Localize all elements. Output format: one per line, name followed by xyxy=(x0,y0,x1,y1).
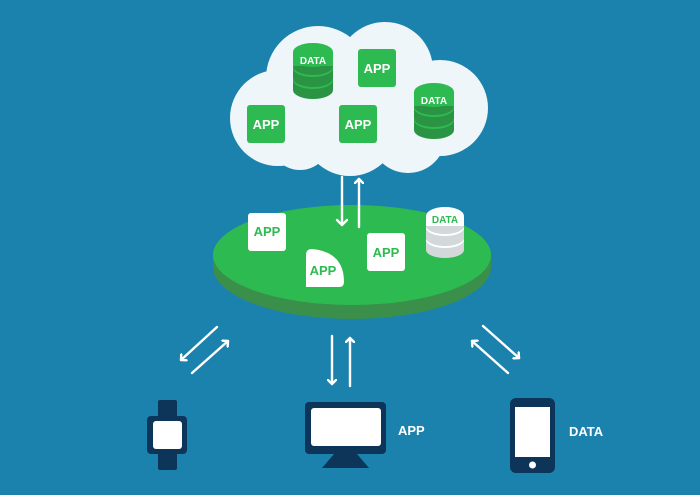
arrow-down-right-icon xyxy=(481,324,521,358)
smartphone-icon xyxy=(510,398,555,473)
cloud-app-tile-2: APP xyxy=(247,105,285,143)
monitor-label: APP xyxy=(398,423,425,438)
platform-app-tile-1: APP xyxy=(248,213,286,251)
platform-app-label-2: APP xyxy=(310,263,337,278)
cloud-database-2-label: DATA xyxy=(421,96,447,107)
cloud-database-1: DATA xyxy=(293,43,333,99)
cloud-platform-arrows-overlay xyxy=(335,203,361,229)
arrow-down-left-icon xyxy=(179,325,219,360)
watch-arrows xyxy=(179,325,230,375)
cloud-app-label-3: APP xyxy=(345,117,372,132)
platform-app-label-1: APP xyxy=(254,224,281,239)
phone-label: DATA xyxy=(569,424,604,439)
platform-app-tile-3: APP xyxy=(367,233,405,271)
platform-database-label: DATA xyxy=(432,215,458,226)
platform-app-label-3: APP xyxy=(373,245,400,260)
cloud-app-tile-3: APP xyxy=(339,105,377,143)
cloud-database-2: DATA xyxy=(414,83,454,139)
monitor-arrows xyxy=(332,334,350,388)
desktop-monitor-icon xyxy=(305,402,386,468)
platform-database: DATA xyxy=(426,207,464,258)
smartwatch-icon xyxy=(147,400,187,470)
cloud-app-tile-1: APP xyxy=(358,49,396,87)
cloud-app-label-2: APP xyxy=(253,117,280,132)
phone-arrows xyxy=(470,324,521,375)
cloud-database-1-label: DATA xyxy=(300,56,326,67)
platform-app-tile-2: APP xyxy=(306,249,344,287)
arrow-up-left-icon xyxy=(470,341,510,375)
arrow-up-right-icon xyxy=(190,341,230,375)
cloud-app-label-1: APP xyxy=(364,61,391,76)
